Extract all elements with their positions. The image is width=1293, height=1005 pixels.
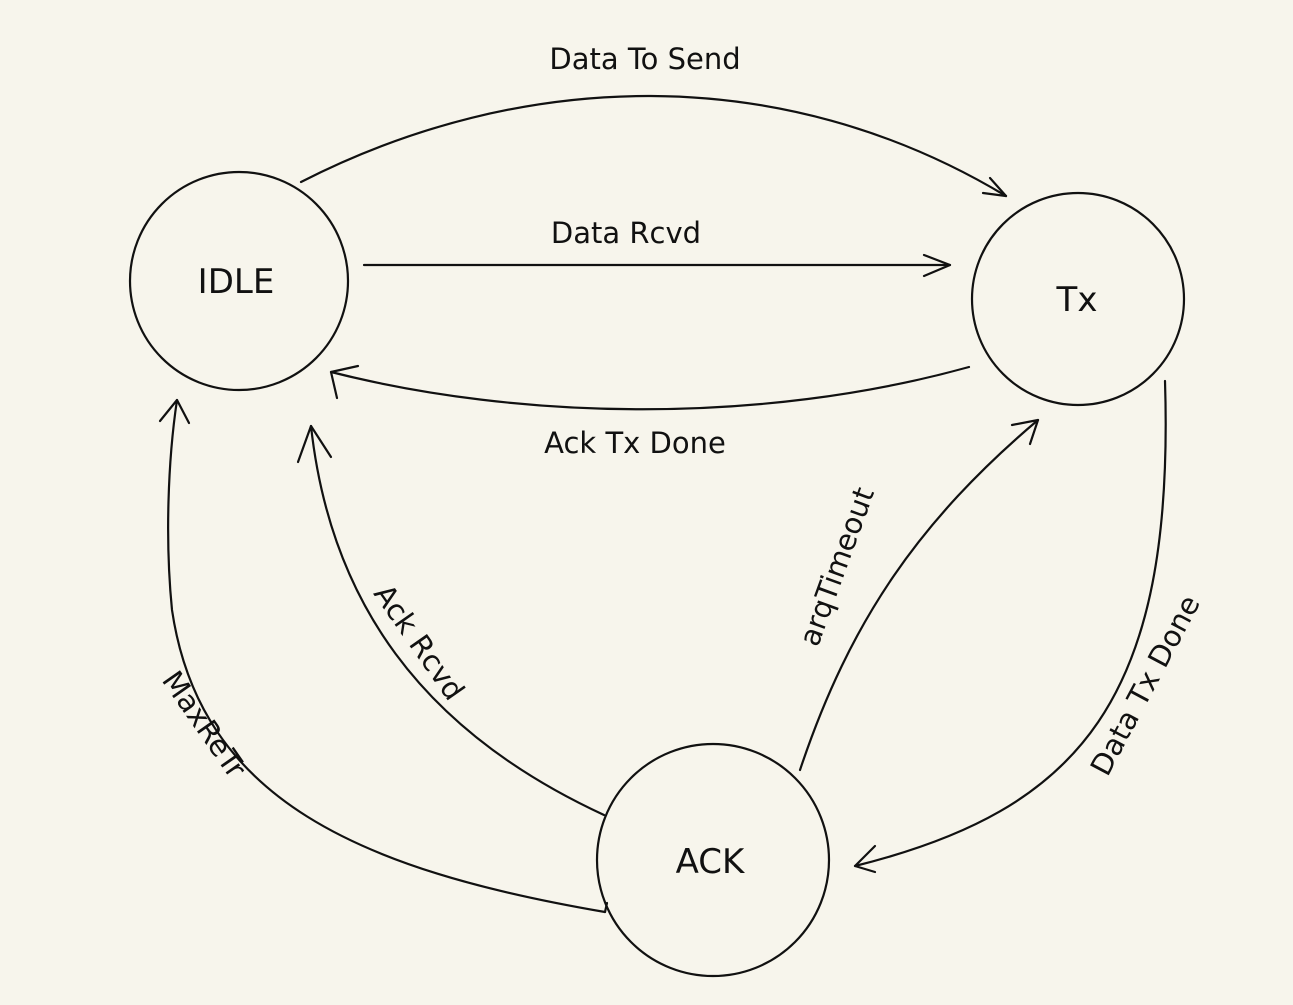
arrowhead-arq-timeout: [1010, 418, 1040, 446]
state-idle-circle: [128, 170, 350, 392]
edge-max-re-tr: [167, 398, 607, 914]
state-tx-circle: [970, 191, 1186, 407]
label-arq-timeout: arqTimeout: [792, 483, 881, 651]
arrowhead-ack-tx-done: [329, 364, 360, 400]
label-max-re-tr: MaxReTr: [155, 665, 253, 785]
state-ack: ACK: [595, 742, 831, 978]
state-tx: Tx: [970, 191, 1186, 407]
state-ack-circle: [595, 742, 831, 978]
state-ack-label: ACK: [676, 842, 746, 882]
label-ack-tx-done: Ack Tx Done: [544, 426, 726, 460]
edge-data-to-send: [299, 94, 1008, 198]
transition-ack-tx-done: Ack Tx Done: [329, 364, 971, 460]
state-idle: IDLE: [128, 170, 350, 392]
transition-data-tx-done: Data Tx Done: [853, 379, 1207, 874]
state-tx-label: Tx: [1056, 280, 1098, 320]
arrowhead-data-to-send: [981, 176, 1008, 198]
edge-max-re-tr-tick: [603, 901, 609, 914]
arrowhead-data-tx-done: [853, 844, 877, 874]
transition-data-rcvd: Data Rcvd: [362, 216, 952, 278]
transition-arq-timeout: arqTimeout: [792, 418, 1040, 772]
edge-ack-tx-done: [329, 365, 971, 411]
state-idle-label: IDLE: [198, 262, 275, 302]
arrowhead-max-re-tr: [158, 398, 191, 425]
transition-ack-rcvd: Ack Rcvd: [296, 424, 606, 817]
label-data-to-send: Data To Send: [549, 42, 740, 76]
label-ack-rcvd: Ack Rcvd: [367, 578, 471, 706]
edge-arq-timeout: [798, 418, 1040, 772]
arrowhead-data-rcvd: [922, 253, 952, 278]
label-data-rcvd: Data Rcvd: [551, 216, 701, 250]
transition-max-re-tr: MaxReTr: [155, 398, 609, 914]
edge-ack-rcvd: [309, 424, 606, 817]
arrowhead-ack-rcvd: [296, 424, 333, 464]
edge-data-tx-done: [853, 379, 1167, 868]
transition-data-to-send: Data To Send: [299, 42, 1008, 198]
